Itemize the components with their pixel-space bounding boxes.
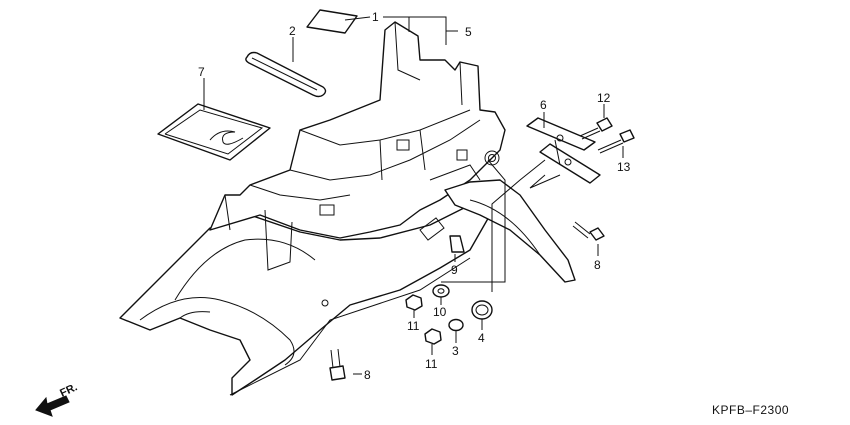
part-rear-fender [119,21,506,396]
part-13-bolt [597,129,635,154]
front-arrow-icon [35,395,70,417]
callout-10: 10 [433,305,447,319]
callout-9: 9 [451,263,458,277]
callout-12: 12 [597,91,611,105]
part-6-bracket [526,117,601,184]
part-9-clip [449,235,465,253]
callout-2: 2 [289,24,296,38]
callout-1: 1 [372,10,379,24]
callout-8-bottom: 8 [364,368,371,382]
part-12-bolt [579,117,613,140]
part-4-grommet [471,300,493,320]
callout-5: 5 [465,25,472,39]
callout-6: 6 [540,98,547,112]
part-3-collar [448,318,464,332]
direction-label: FR. [58,381,79,399]
callout-8-right: 8 [594,258,601,272]
callout-4: 4 [478,331,485,345]
part-2-strip [245,51,327,98]
front-direction-indicator: FR. [35,381,79,417]
leader-lines [203,16,624,375]
part-11-nut-lower [424,328,442,345]
callout-3: 3 [452,344,459,358]
part-10-collar [432,284,450,298]
part-8-bolt-bottom [329,348,346,381]
part-rear-flap [444,179,576,283]
callout-7: 7 [198,65,205,79]
diagram-code: KPFB–F2300 [712,403,789,417]
part-11-nut-upper [405,294,423,311]
part-7-sheet [157,103,271,161]
callouts: 1 5 2 7 6 12 13 8 8 9 10 11 3 11 4 [198,10,631,382]
part-8-bolt-right [572,221,605,241]
callout-11-upper: 11 [407,319,420,333]
part-1-pad [306,9,358,34]
callout-11-lower: 11 [425,357,438,371]
callout-13: 13 [617,160,631,174]
